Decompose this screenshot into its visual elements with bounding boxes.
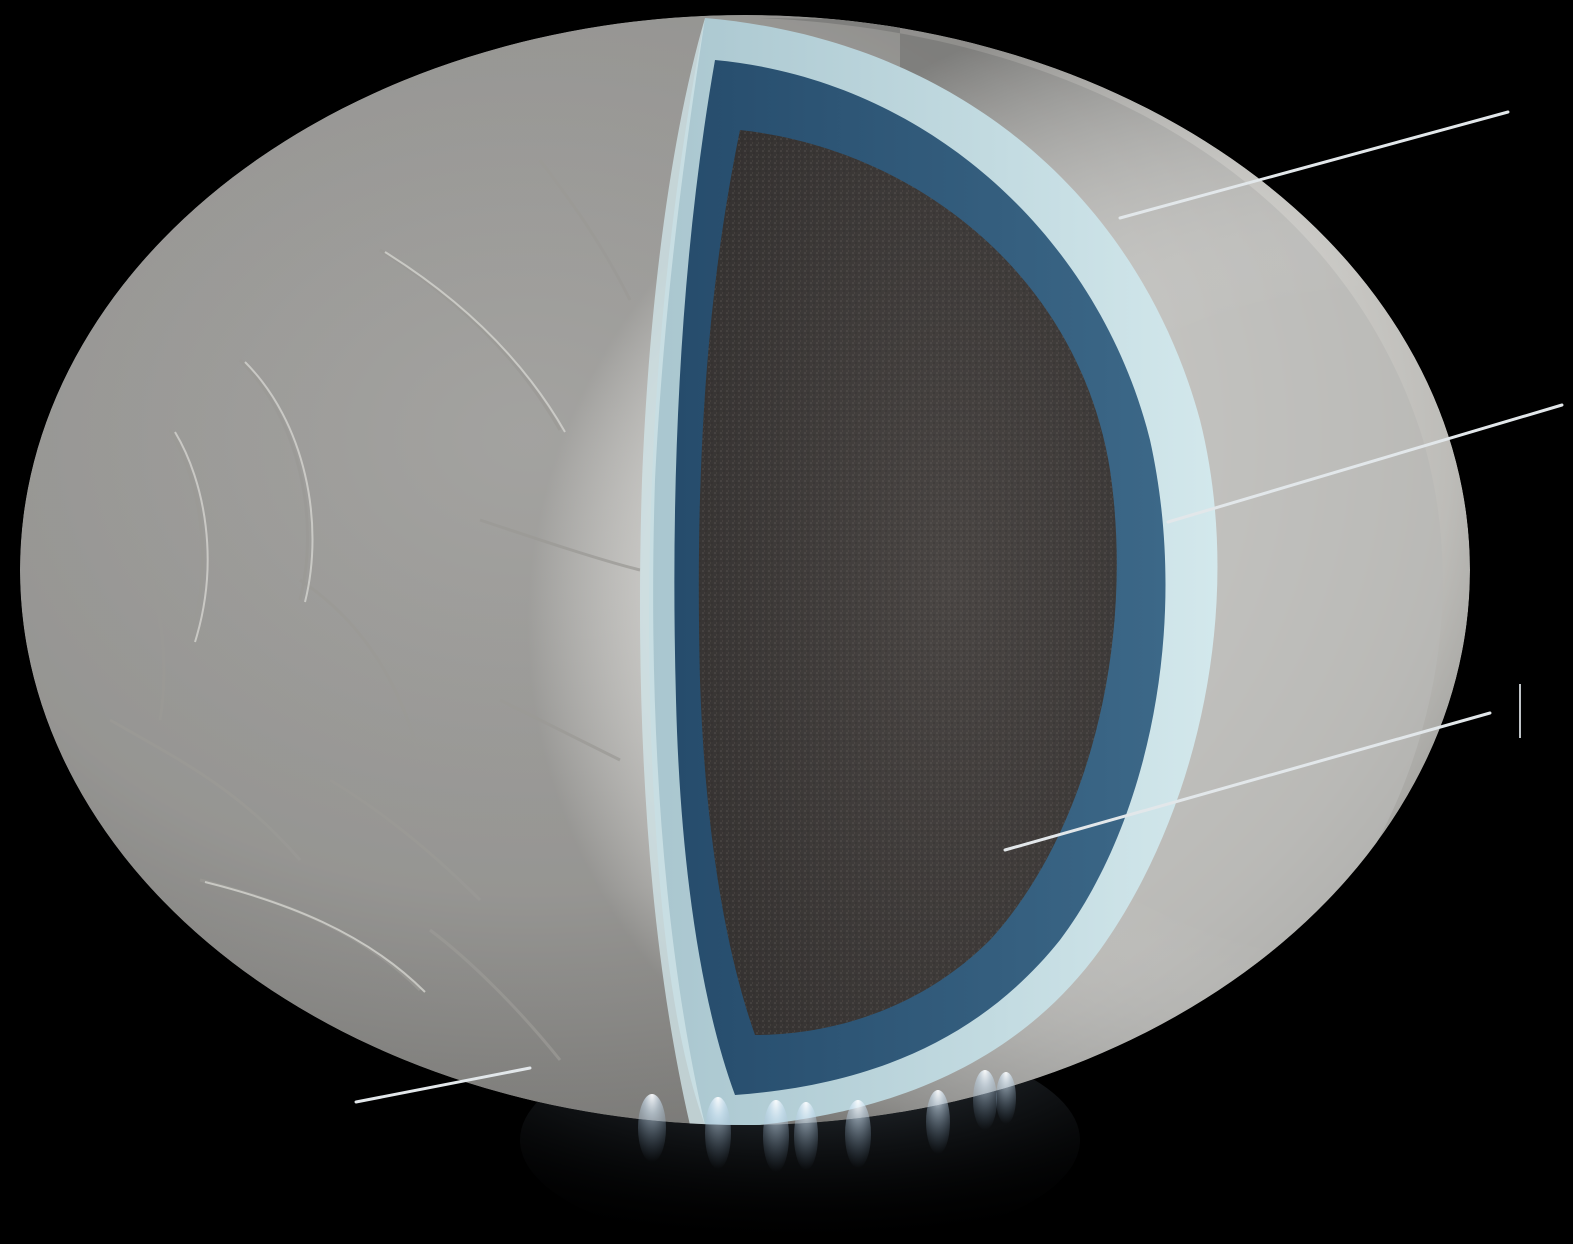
plume: [996, 1072, 1016, 1124]
leader-line-ocean: [1166, 403, 1564, 524]
leader-line-ice-shell: [1118, 110, 1510, 220]
plume: [763, 1100, 789, 1172]
plume: [794, 1102, 818, 1170]
south-polar-plumes: [638, 1070, 1016, 1172]
moon-body: [20, 15, 1470, 1125]
plume: [638, 1094, 666, 1162]
plume: [845, 1100, 871, 1168]
surface-fractures: [109, 159, 641, 1061]
leader-line-south-polar-fracture: [354, 1066, 532, 1104]
leader-line-rocky-core: [1003, 711, 1492, 852]
leader-lines: [354, 110, 1564, 1104]
plume: [926, 1090, 950, 1154]
plume: [973, 1070, 997, 1130]
plume: [705, 1097, 731, 1169]
